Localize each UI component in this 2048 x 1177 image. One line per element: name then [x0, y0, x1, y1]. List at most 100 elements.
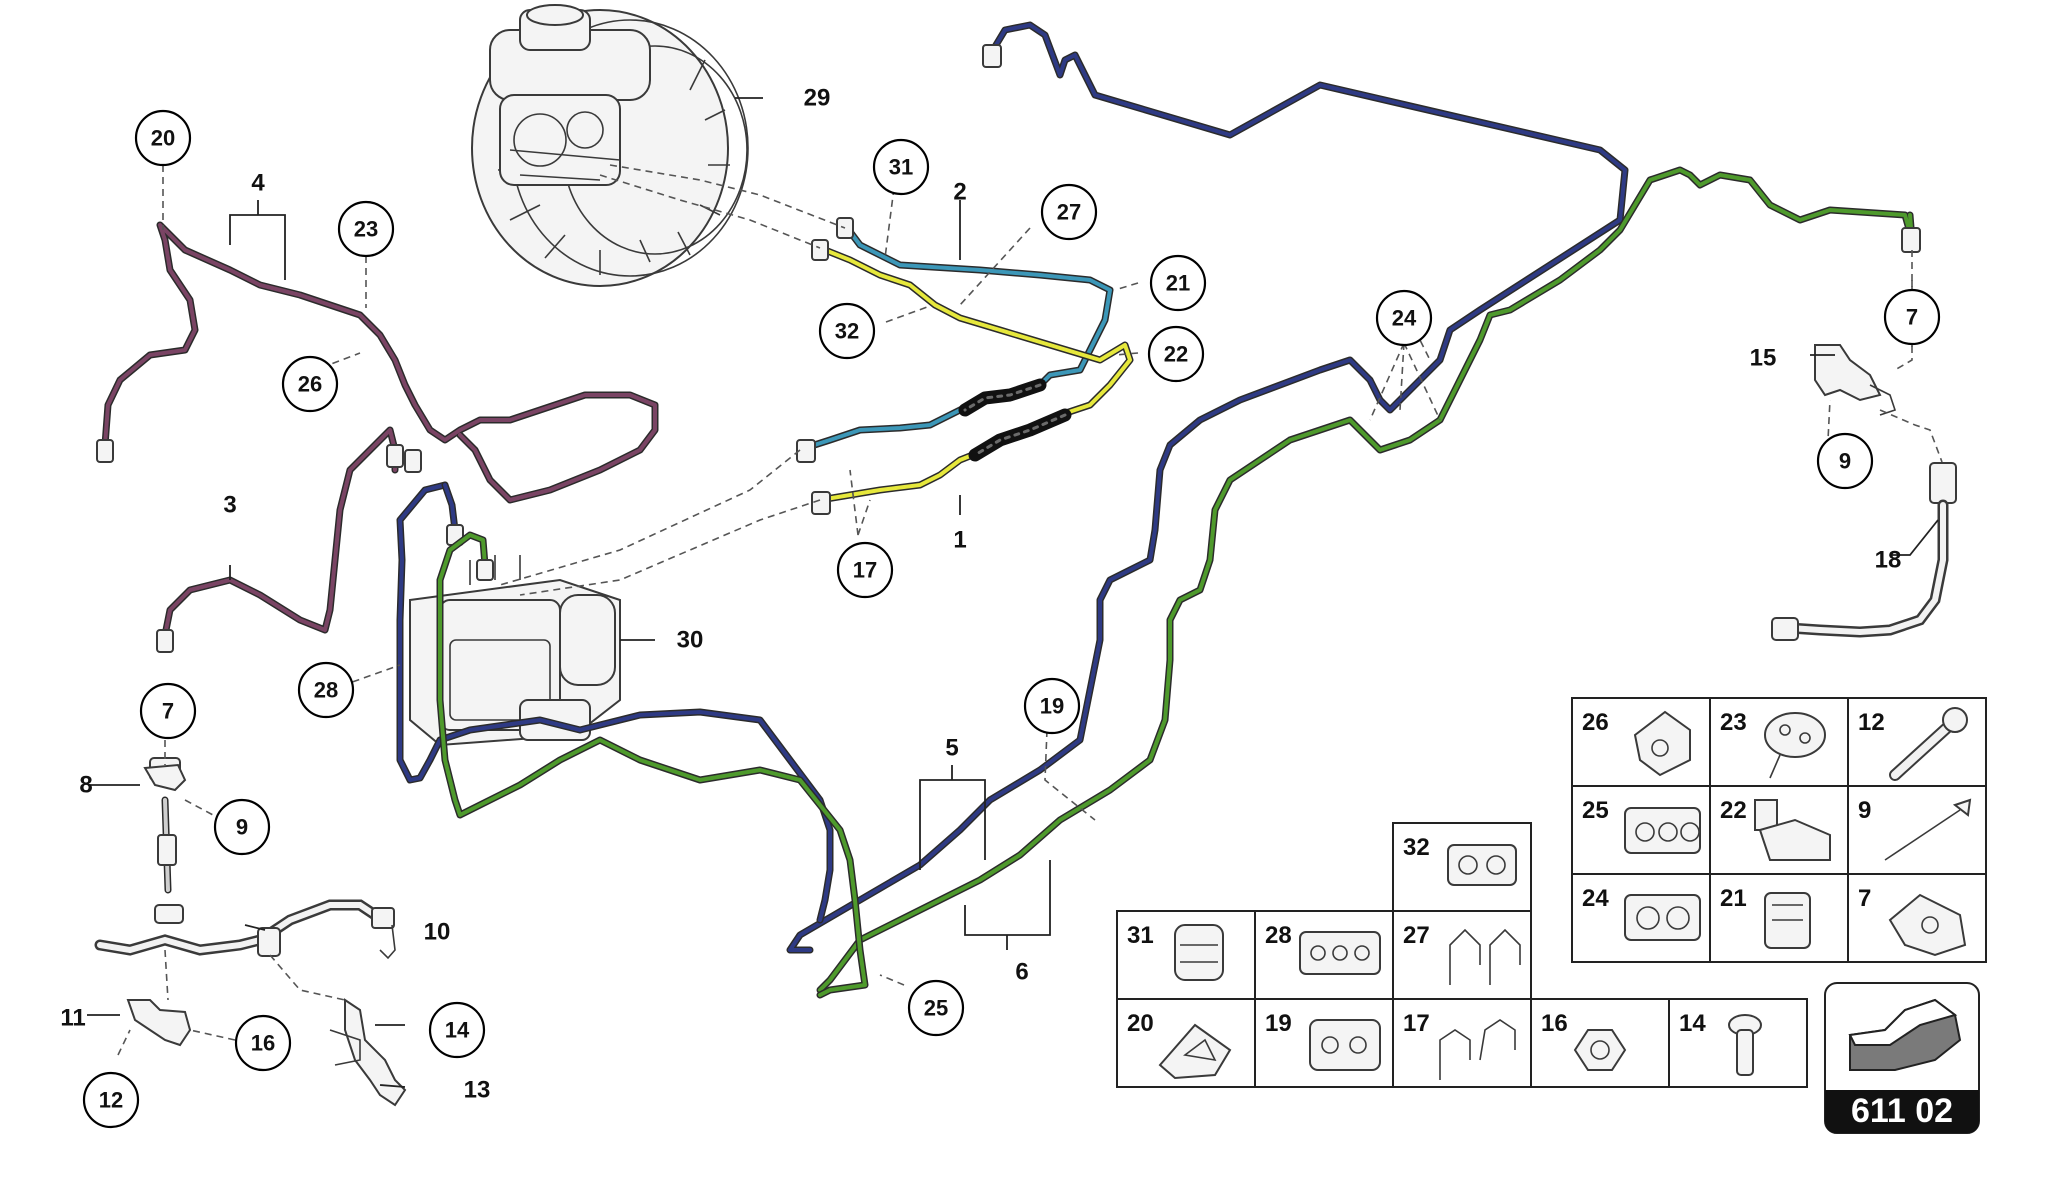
mauve-brake-line-3	[156, 426, 422, 653]
flex-hose-segments	[958, 378, 1072, 462]
callout-7-left: 7	[139, 682, 197, 740]
svg-text:26: 26	[1582, 709, 1609, 736]
label-13: 13	[464, 1077, 491, 1104]
legend-cell-31: 31	[1116, 910, 1256, 1000]
svg-text:28: 28	[314, 678, 338, 703]
svg-text:24: 24	[1392, 306, 1417, 331]
legend-cell-21: 21	[1709, 873, 1849, 963]
svg-text:20: 20	[1127, 1010, 1154, 1037]
svg-text:7: 7	[162, 699, 174, 724]
callout-23: 23	[337, 200, 395, 258]
svg-text:16: 16	[1541, 1010, 1568, 1037]
callout-21: 21	[1149, 254, 1207, 312]
right-rear-hose-assembly	[1771, 250, 1957, 641]
svg-text:27: 27	[1057, 200, 1081, 225]
callout-26: 26	[281, 355, 339, 413]
callout-17: 17	[836, 541, 894, 599]
svg-text:9: 9	[1858, 797, 1871, 824]
leader-lines	[87, 97, 1939, 1088]
svg-text:9: 9	[236, 815, 248, 840]
blue-brake-line-long	[786, 21, 1629, 954]
callout-16: 16	[234, 1014, 292, 1072]
legend-cell-9: 9	[1847, 785, 1987, 875]
legend-cell-23: 23	[1709, 697, 1849, 787]
label-18: 18	[1875, 547, 1902, 574]
svg-text:28: 28	[1265, 922, 1292, 949]
left-wheel-hose-assembly	[94, 757, 407, 1107]
legend-cell-7: 7	[1847, 873, 1987, 963]
svg-text:23: 23	[1720, 709, 1747, 736]
label-5: 5	[945, 735, 958, 762]
callout-25: 25	[907, 979, 965, 1037]
legend-cell-22: 22	[1709, 785, 1849, 875]
label-3: 3	[223, 492, 236, 519]
legend-cell-20: 20	[1116, 998, 1256, 1088]
callout-14: 14	[428, 1001, 486, 1059]
label-30: 30	[677, 627, 704, 654]
svg-text:32: 32	[835, 319, 859, 344]
callout-12: 12	[82, 1071, 140, 1129]
callout-32: 32	[818, 302, 876, 360]
svg-text:25: 25	[1582, 797, 1609, 824]
legend-cell-17: 17	[1392, 998, 1532, 1088]
callout-28: 28	[297, 661, 355, 719]
legend-cell-12: 12	[1847, 697, 1987, 787]
legend-cell-14: 14	[1668, 998, 1808, 1088]
svg-text:17: 17	[853, 558, 877, 583]
svg-text:27: 27	[1403, 922, 1430, 949]
label-6: 6	[1015, 959, 1028, 986]
label-4: 4	[251, 170, 265, 197]
svg-text:12: 12	[99, 1088, 123, 1113]
legend-cell-28: 28	[1254, 910, 1394, 1000]
svg-text:20: 20	[151, 126, 175, 151]
yellow-brake-line-1	[811, 239, 1134, 515]
svg-text:32: 32	[1403, 834, 1430, 861]
callout-22: 22	[1147, 325, 1205, 383]
green-brake-line-abs	[436, 531, 869, 999]
svg-text:17: 17	[1403, 1010, 1430, 1037]
svg-text:16: 16	[251, 1031, 275, 1056]
svg-text:19: 19	[1040, 694, 1064, 719]
callout-9-left: 9	[213, 798, 271, 856]
svg-text:9: 9	[1839, 449, 1851, 474]
green-brake-line-long	[816, 166, 1921, 994]
legend-cell-19: 19	[1254, 998, 1394, 1088]
callout-19: 19	[1023, 677, 1081, 735]
svg-text:31: 31	[889, 155, 913, 180]
callout-7-right: 7	[1883, 288, 1941, 346]
svg-text:21: 21	[1166, 271, 1190, 296]
svg-text:24: 24	[1582, 885, 1609, 912]
label-2: 2	[953, 179, 966, 206]
reference-box: 611 02	[1824, 982, 1980, 1134]
legend-cell-24: 24	[1571, 873, 1711, 963]
label-1: 1	[953, 527, 966, 554]
svg-text:22: 22	[1720, 797, 1747, 824]
mauve-brake-line-4	[96, 221, 659, 504]
callout-31: 31	[872, 138, 930, 196]
legend-cell-27: 27	[1392, 910, 1532, 1000]
label-29: 29	[804, 85, 831, 112]
legend-cell-25: 25	[1571, 785, 1711, 875]
svg-text:25: 25	[924, 996, 948, 1021]
svg-text:7: 7	[1858, 885, 1871, 912]
parts-legend-grid-upper: 26 23 12 25 22	[1571, 697, 1987, 963]
direction-arrow-icon	[1848, 998, 1962, 1071]
label-11: 11	[60, 1005, 85, 1032]
svg-text:19: 19	[1265, 1010, 1292, 1037]
svg-text:14: 14	[1679, 1010, 1706, 1037]
svg-text:26: 26	[298, 372, 322, 397]
parts-legend-grid-lower: 32 31 28 27 20	[1116, 822, 1808, 1088]
dashed-connection-lines	[499, 164, 846, 596]
label-8: 8	[79, 772, 92, 799]
legend-cell-32: 32	[1392, 822, 1532, 912]
label-10: 10	[424, 919, 451, 946]
reference-number: 611 02	[1851, 1092, 1953, 1130]
svg-text:31: 31	[1127, 922, 1154, 949]
legend-cell-16: 16	[1530, 998, 1670, 1088]
svg-text:21: 21	[1720, 885, 1747, 912]
svg-text:12: 12	[1858, 709, 1885, 736]
callout-27: 27	[1040, 183, 1098, 241]
svg-text:7: 7	[1906, 305, 1918, 330]
cyan-brake-line-2	[796, 217, 1114, 463]
